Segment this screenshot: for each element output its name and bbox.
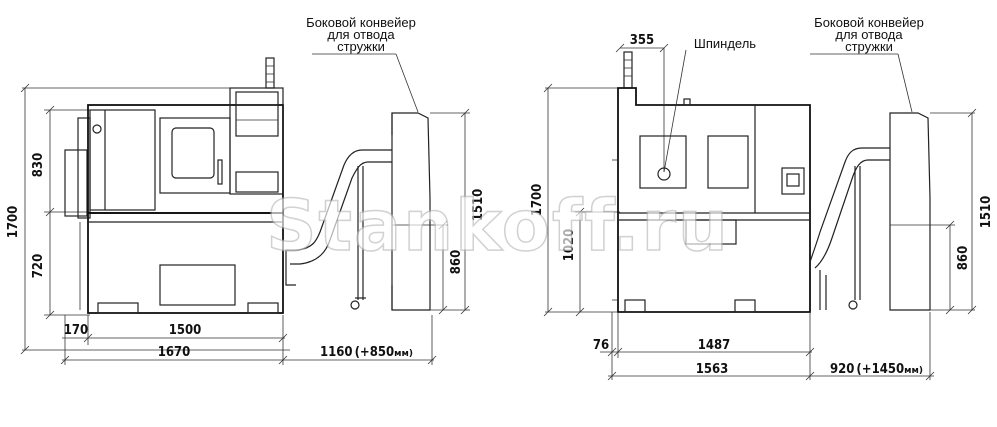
- dim-total-width-left: 1670: [158, 345, 191, 360]
- dim-upper-height-left: 830: [31, 153, 46, 177]
- dim-conveyor-width-right: 920(+1450мм): [830, 362, 923, 377]
- conveyor-label-right-line1: Боковой конвейер: [814, 15, 924, 30]
- dim-total-width-right: 1563: [696, 362, 729, 377]
- dim-spindle-offset: 355: [630, 33, 654, 48]
- dim-lower-height-left: 720: [31, 254, 46, 278]
- dim-conveyor-width-left: 1160(+850мм): [320, 345, 413, 360]
- conveyor-label-right-line2: для отвода: [835, 27, 903, 42]
- dim-conveyor-inner-right: 860: [956, 246, 971, 270]
- spindle-label: Шпиндель: [694, 36, 756, 51]
- conveyor-label-left-line3: стружки: [337, 39, 385, 54]
- dim-base-width-right: 1487: [698, 338, 731, 353]
- dim-conveyor-inner-left: 860: [449, 250, 464, 274]
- dim-total-height-left: 1700: [6, 206, 21, 239]
- dim-offset-left: 170: [64, 323, 88, 338]
- dim-lower-height-right: 1020: [562, 229, 577, 262]
- dim-base-width-left: 1500: [169, 323, 202, 338]
- watermark: Stankoff.ru: [266, 185, 730, 267]
- dim-total-height-right: 1700: [530, 184, 545, 217]
- conveyor-label-left-line1: Боковой конвейер: [306, 15, 416, 30]
- dim-conveyor-height-left: 1510: [471, 189, 486, 222]
- right-view: 355 Шпиндель 1700 1020 1510 860 76 1487 …: [530, 15, 994, 381]
- dim-conveyor-height-right: 1510: [979, 196, 994, 229]
- conveyor-label-left-line2: для отвода: [327, 27, 395, 42]
- left-view: 1700 830 720 1510 860 170 1500 1670 1160…: [6, 15, 486, 365]
- dim-offset-right: 76: [593, 338, 609, 353]
- conveyor-label-right-line3: стружки: [845, 39, 893, 54]
